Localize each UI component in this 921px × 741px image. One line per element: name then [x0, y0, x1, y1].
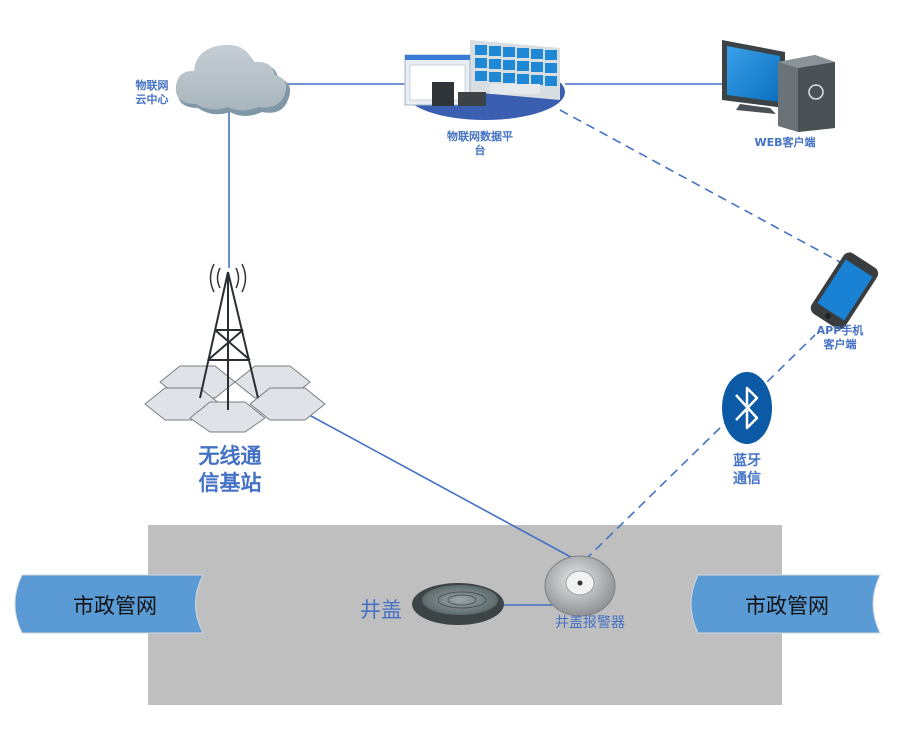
bluetooth-icon: [722, 372, 772, 444]
pipe-left-label: 市政管网: [73, 594, 157, 618]
pipe-right-label: 市政管网: [745, 594, 829, 618]
manhole-cover-icon: [412, 583, 504, 625]
bluetooth-label-line2: 通信: [733, 470, 761, 487]
app-client-label-line2: 客户端: [823, 337, 857, 351]
data-platform-icon: [404, 40, 565, 120]
line-platform-app: [559, 109, 841, 263]
platform-label-line1: 物联网数据平: [447, 130, 513, 143]
app-client-label-line1: APP手机: [816, 324, 864, 337]
bluetooth-label: 蓝牙 通信: [722, 453, 772, 488]
platform-label: 物联网数据平 台: [430, 130, 530, 158]
cloud-label-line1: 物联网: [135, 79, 169, 92]
app-client-label: APP手机 客户端: [805, 324, 875, 352]
cloud-label-line2: 云中心: [135, 92, 169, 106]
computer-icon: [722, 40, 835, 132]
cloud-label: 物联网 云中心: [122, 79, 182, 107]
alarm-label: 井盖报警器: [555, 615, 625, 631]
line-basestation-alarm: [299, 409, 581, 563]
web-client-label-text: WEB客户端: [754, 136, 816, 149]
platform-label-line2: 台: [474, 143, 486, 157]
base-station-label: 无线通 信基站: [180, 443, 280, 498]
pipe-left-shape: [14, 574, 204, 634]
bluetooth-label-line1: 蓝牙: [733, 453, 761, 469]
pipe-right-shape: [690, 574, 881, 634]
base-station-label-line1: 无线通: [198, 444, 262, 468]
manhole-cover-label: 井盖: [360, 598, 402, 622]
cloud-icon: [175, 44, 291, 116]
base-station-icon: [144, 263, 326, 433]
base-station-label-line2: 信基站: [198, 471, 262, 496]
web-client-label: WEB客户端: [740, 136, 830, 150]
alarm-device-icon: [544, 555, 616, 617]
smartphone-icon: [810, 252, 879, 330]
line-alarm-app: [584, 334, 816, 561]
